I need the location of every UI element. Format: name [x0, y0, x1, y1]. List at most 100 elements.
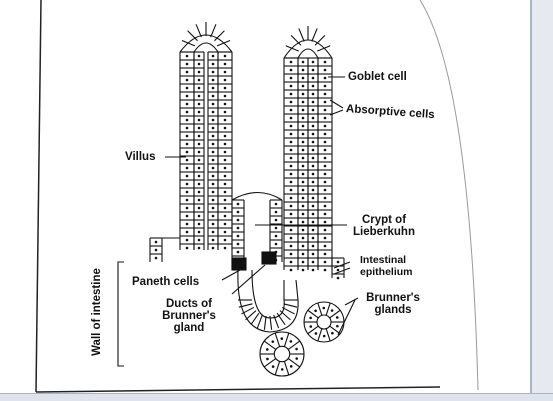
villus2-outer-left-nucleus — [289, 60, 293, 64]
villus1-outer-left-nucleus — [185, 174, 189, 178]
villus2-outer-right-nucleus — [323, 228, 327, 232]
villus2-outer-left-nucleus — [289, 84, 293, 88]
brunners-gland-2-cell — [287, 358, 301, 368]
villus2-outer-left-nucleus — [289, 76, 293, 80]
villus1-inner-right-nucleus — [211, 222, 215, 226]
villus1-inner-right-nucleus — [211, 206, 215, 210]
villus2-inner-left-nucleus — [301, 252, 305, 256]
duct-loop-outer — [237, 269, 299, 333]
villus1-tip-cell — [181, 40, 196, 47]
brunners-label-line1: Brunner's — [366, 292, 420, 304]
brunners-gland-2-cell — [274, 332, 281, 347]
villus2-inner-right-nucleus — [311, 188, 315, 192]
villus1-outer-left-nucleus — [185, 142, 189, 146]
page-edge-bottom — [35, 386, 441, 393]
brunners-gland-1-cell — [317, 328, 323, 342]
villus1-outer-right-nucleus — [223, 102, 227, 106]
brunners-gland-1-cell — [307, 325, 319, 335]
brunners-gland-1-nucleus — [322, 306, 326, 310]
villus1-outer-right-nucleus — [223, 54, 227, 58]
villus-label: Villus — [125, 151, 156, 163]
paneth-cells-label: Paneth cells — [132, 276, 200, 288]
villus1-outer-left-nucleus — [185, 246, 189, 250]
villus1-inner-left-nucleus — [197, 110, 201, 114]
duct-cell — [269, 315, 273, 330]
villus1-inner-left-nucleus — [197, 158, 201, 162]
villus2-outer-right-nucleus — [323, 84, 327, 88]
villus1-inner-right-nucleus — [211, 182, 215, 186]
villus1-outer-left-nucleus — [185, 94, 189, 98]
villus2-outer-left-nucleus — [289, 68, 293, 72]
villus1-inner-left-nucleus — [197, 54, 201, 58]
villus1-inner-right-nucleus — [211, 102, 215, 106]
villus1-outer-left-nucleus — [185, 190, 189, 194]
brunners-gland-2-nucleus — [271, 365, 275, 368]
villus1-outer-left-nucleus — [185, 54, 189, 58]
villus2-inner-right-nucleus — [311, 108, 315, 112]
brunners-label-line2: glands — [374, 304, 412, 316]
villus1-inner-right-nucleus — [211, 174, 215, 178]
crypt-right-nucleus — [274, 234, 278, 238]
villus2-outer-left-nucleus — [289, 228, 293, 232]
villus1-inner-left-nucleus — [197, 166, 201, 170]
villus2-outer-left-nucleus — [289, 196, 293, 200]
villus2-outer-left-nucleus — [289, 204, 293, 208]
villus1-inner-left-nucleus — [197, 198, 201, 202]
brunners-gland-1-cell — [317, 302, 323, 316]
villus1-tip-cell — [214, 30, 225, 42]
villus2-inner-right-nucleus — [311, 92, 315, 96]
villus2-tip-cell — [285, 45, 299, 52]
crypt-label-line1: Crypt of — [361, 214, 407, 226]
villus2-inner-left-nucleus — [301, 148, 305, 152]
villus1-tip-inner — [193, 42, 219, 53]
villus2-inner-left-nucleus — [301, 140, 305, 144]
villus1-inner-left-nucleus — [197, 206, 201, 210]
villus2-outer-left-nucleus — [289, 236, 293, 240]
brunners-gland-1-nucleus — [309, 316, 312, 320]
viewer-frame-bottom — [0, 393, 553, 401]
villus2-outer-right-nucleus — [323, 92, 327, 96]
villus2-outer-right-nucleus — [323, 236, 327, 240]
villus2-outer-left-nucleus — [289, 124, 293, 128]
villus1-outer-right-nucleus — [223, 62, 227, 66]
villus2-inner-right-nucleus — [311, 60, 315, 64]
villus1-outer-right-nucleus — [223, 158, 227, 162]
duct-cell — [241, 306, 255, 315]
villus2-outer-left-nucleus — [289, 188, 293, 192]
villus2-outer-right-nucleus — [323, 220, 327, 224]
villus1-outer-left-nucleus — [185, 166, 189, 170]
villus2-inner-right-nucleus — [311, 212, 315, 216]
villus1-tip-cell — [216, 40, 231, 47]
viewer-frame-right — [530, 0, 553, 401]
villus1-outer-left-nucleus — [185, 102, 189, 106]
villus2-inner-left-nucleus — [301, 116, 305, 120]
brunners-gland-2-nucleus — [295, 347, 298, 351]
brunners-gland-1-nucleus — [336, 324, 339, 328]
villus2-inner-left-nucleus — [301, 236, 305, 240]
villus1-inner-left-nucleus — [197, 246, 201, 250]
paneth-cell-dark — [231, 257, 247, 271]
paneth-cell-dark — [261, 251, 277, 265]
villus2-inner-left-nucleus — [301, 196, 305, 200]
villus1-outer-left-nucleus — [185, 238, 189, 242]
villus2-inner-left-nucleus — [301, 156, 305, 160]
villus2-outer-left-nucleus — [289, 132, 293, 136]
villus2-inner-left-nucleus — [301, 268, 305, 272]
left-epithelium-stub-nucleus — [154, 240, 158, 244]
cell-layer — [149, 22, 345, 377]
duct-cell — [238, 303, 253, 308]
wall-of-intestine-label: Wall of intestine — [91, 268, 103, 356]
villus2-outer-right-nucleus — [323, 164, 327, 168]
villus1-inner-left-nucleus — [197, 230, 201, 234]
duct-cell — [279, 310, 291, 321]
villus2-inner-right-nucleus — [311, 148, 315, 152]
villus2-inner-left-nucleus — [301, 108, 305, 112]
duct-cell — [256, 314, 263, 329]
villus2-inner-right-nucleus — [311, 164, 315, 168]
brunners-gland-1-cell — [325, 302, 331, 316]
villus1-outer-right-nucleus — [223, 190, 227, 194]
villus2-inner-left-nucleus — [301, 188, 305, 192]
villus1-outer-right-nucleus — [223, 70, 227, 74]
villus2-outer-left-nucleus — [289, 260, 293, 264]
crypt-left-nucleus — [236, 250, 240, 254]
